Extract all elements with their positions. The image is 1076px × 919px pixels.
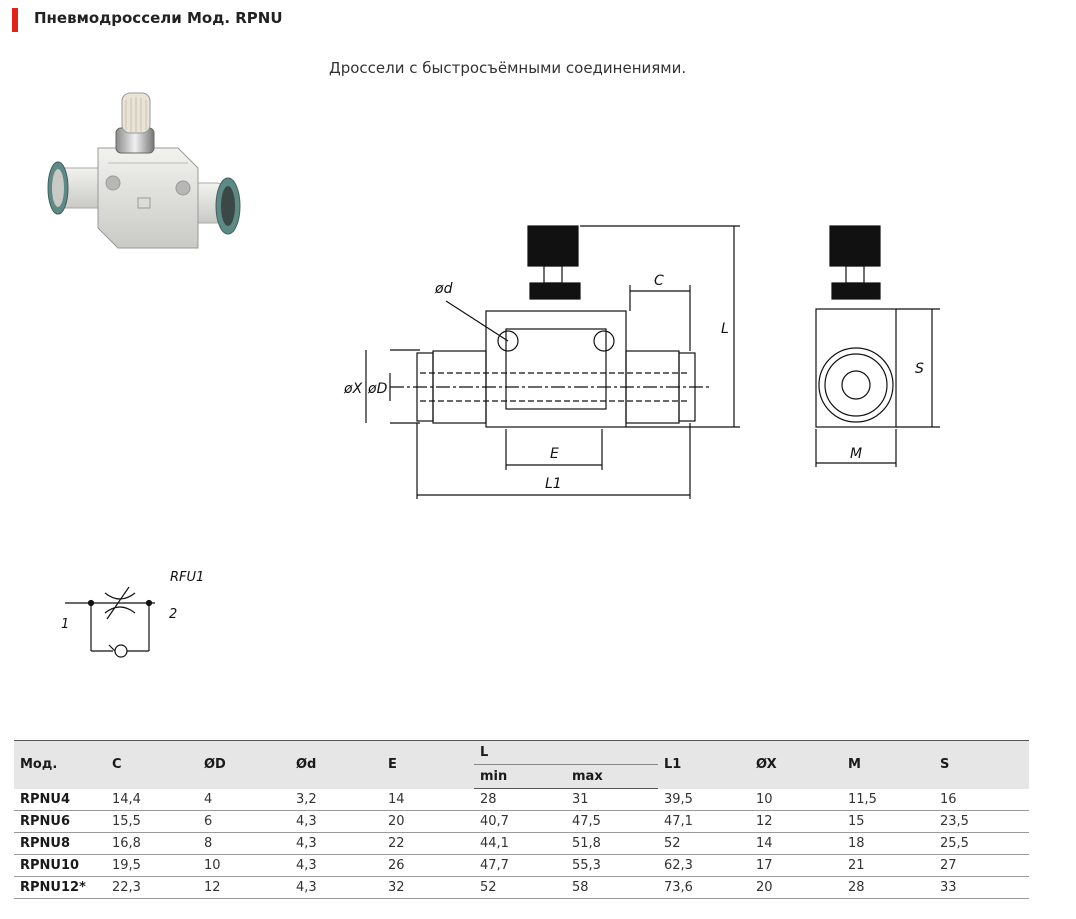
cell-model: RPNU12*	[14, 876, 106, 899]
cell-e: 20	[382, 810, 474, 833]
cell-l1: 47,1	[658, 810, 750, 833]
cell-ox: 20	[750, 876, 842, 899]
spec-table: Мод. C ØD Ød E L L1 ØX M S min max RPNU4…	[14, 740, 1029, 899]
cell-e: 22	[382, 832, 474, 855]
table-row: RPNU8 16,8 8 4,3 22 44,1 51,8 52 14 18 2…	[14, 832, 1029, 855]
cell-ox: 10	[750, 788, 842, 811]
label-d: ød	[434, 281, 453, 297]
cell-c: 14,4	[106, 788, 198, 811]
cell-s: 23,5	[934, 810, 1029, 833]
cell-model: RPNU6	[14, 810, 106, 833]
cell-od: 8	[198, 832, 290, 855]
table-row: RPNU4 14,4 4 3,2 14 28 31 39,5 10 11,5 1…	[14, 788, 1029, 811]
cell-l-max: 47,5	[566, 810, 658, 833]
cell-s: 27	[934, 854, 1029, 877]
cell-d: 3,2	[290, 788, 382, 811]
th-l-max: max	[566, 764, 658, 789]
cell-s: 25,5	[934, 832, 1029, 855]
cell-m: 15	[842, 810, 934, 833]
cell-od: 6	[198, 810, 290, 833]
table-row: RPNU12* 22,3 12 4,3 32 52 58 73,6 20 28 …	[14, 876, 1029, 899]
cell-m: 21	[842, 854, 934, 877]
cell-c: 19,5	[106, 854, 198, 877]
cell-ox: 12	[750, 810, 842, 833]
cell-l-max: 55,3	[566, 854, 658, 877]
cell-l-min: 47,7	[474, 854, 566, 877]
cell-l-max: 51,8	[566, 832, 658, 855]
table-row: RPNU6 15,5 6 4,3 20 40,7 47,5 47,1 12 15…	[14, 810, 1029, 833]
cell-model: RPNU8	[14, 832, 106, 855]
cell-c: 22,3	[106, 876, 198, 899]
th-l1: L1	[658, 740, 750, 789]
product-photo	[47, 92, 241, 249]
table-header-row: Мод. C ØD Ød E L L1 ØX M S	[14, 740, 1029, 789]
cell-m: 28	[842, 876, 934, 899]
cell-l-min: 52	[474, 876, 566, 899]
cell-m: 18	[842, 832, 934, 855]
cell-d: 4,3	[290, 832, 382, 855]
cell-d: 4,3	[290, 854, 382, 877]
cell-l-min: 40,7	[474, 810, 566, 833]
cell-l1: 39,5	[658, 788, 750, 811]
cell-l1: 62,3	[658, 854, 750, 877]
symbol-port-2: 2	[169, 607, 177, 622]
th-l-min: min	[474, 764, 566, 789]
label-l: L	[721, 321, 729, 337]
cell-d: 4,3	[290, 876, 382, 899]
label-m: M	[850, 446, 862, 462]
cell-l-min: 44,1	[474, 832, 566, 855]
symbol-port-1: 1	[61, 617, 69, 632]
th-ox: ØX	[750, 740, 842, 789]
cell-l-max: 31	[566, 788, 658, 811]
cell-od: 10	[198, 854, 290, 877]
th-c: C	[106, 740, 198, 789]
table-row: RPNU10 19,5 10 4,3 26 47,7 55,3 62,3 17 …	[14, 854, 1029, 877]
symbol-name: RFU1	[170, 570, 204, 585]
label-dd: øD	[367, 381, 388, 397]
th-l: L	[474, 740, 658, 765]
title-accent-bar	[12, 8, 18, 32]
label-s: S	[915, 361, 924, 377]
label-e: E	[550, 446, 559, 462]
pneumatic-symbol: RFU1 1 2	[61, 570, 204, 658]
cell-d: 4,3	[290, 810, 382, 833]
cell-model: RPNU4	[14, 788, 106, 811]
label-l1: L1	[545, 476, 562, 492]
th-m: M	[842, 740, 934, 789]
cell-model: RPNU10	[14, 854, 106, 877]
label-x: øX	[343, 381, 363, 397]
cell-c: 15,5	[106, 810, 198, 833]
cell-e: 26	[382, 854, 474, 877]
cell-od: 12	[198, 876, 290, 899]
th-od: ØD	[198, 740, 290, 789]
cell-ox: 17	[750, 854, 842, 877]
cell-s: 16	[934, 788, 1029, 811]
cell-l1: 73,6	[658, 876, 750, 899]
cell-od: 4	[198, 788, 290, 811]
technical-drawing: ød C L øX øD E L1 S M	[343, 225, 940, 499]
cell-e: 14	[382, 788, 474, 811]
th-model: Мод.	[14, 740, 106, 789]
th-s: S	[934, 740, 1029, 789]
cell-s: 33	[934, 876, 1029, 899]
cell-l-min: 28	[474, 788, 566, 811]
cell-e: 32	[382, 876, 474, 899]
cell-l-max: 58	[566, 876, 658, 899]
cell-m: 11,5	[842, 788, 934, 811]
label-c: C	[654, 273, 664, 289]
cell-c: 16,8	[106, 832, 198, 855]
th-d: Ød	[290, 740, 382, 789]
product-description: Дроссели с быстросъёмными соединениями.	[329, 59, 687, 77]
page-title: Пневмодроссели Мод. RPNU	[34, 9, 283, 27]
cell-ox: 14	[750, 832, 842, 855]
th-e: E	[382, 740, 474, 789]
table-subheader-row: min max	[14, 764, 1029, 789]
cell-l1: 52	[658, 832, 750, 855]
